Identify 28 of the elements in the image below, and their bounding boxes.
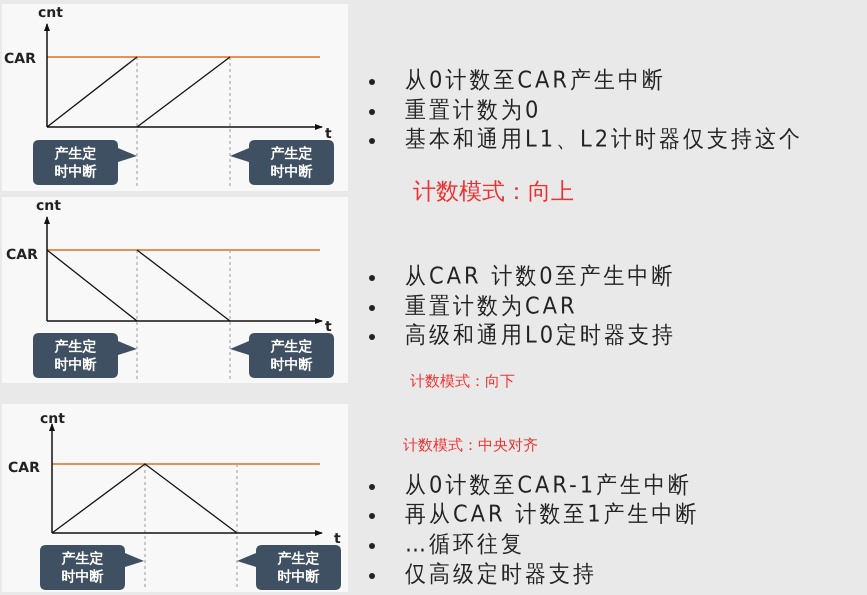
callout-bubble: 产生定时中断 — [33, 333, 137, 378]
axis-label: t — [325, 320, 332, 334]
axis-label: cnt — [40, 412, 65, 426]
mode-title: 计数模式：向下 — [410, 374, 515, 389]
callout-bubble: 产生定时中断 — [237, 545, 341, 590]
bullet-text: 仅高级定时器支持 — [405, 562, 597, 586]
bullet-text: 重置计数为0 — [405, 98, 542, 122]
bullet-text: …循环往复 — [405, 532, 525, 556]
callout-bubble: 产生定时中断 — [230, 140, 334, 185]
mode-title: 计数模式：中央对齐 — [403, 438, 538, 453]
bullet-text: 再从CAR 计数至1产生中断 — [405, 502, 700, 526]
mode-title: 计数模式：向上 — [413, 181, 574, 204]
axis-label: CAR — [8, 461, 40, 475]
callout-bubble: 产生定时中断 — [33, 140, 137, 185]
bullet-text: 从0计数至CAR-1产生中断 — [405, 474, 692, 498]
bullet-text: 从0计数至CAR产生中断 — [405, 68, 666, 92]
callout-bubble: 产生定时中断 — [40, 545, 144, 590]
axis-label: t — [325, 127, 332, 141]
bullet-text: 基本和通用L1、L2计时器仅支持这个 — [405, 128, 804, 152]
axis-label: t — [334, 532, 341, 546]
bullet-text: 高级和通用L0定时器支持 — [405, 324, 676, 348]
axis-label: CAR — [4, 52, 36, 66]
axis-label: cnt — [36, 199, 61, 213]
callout-bubble: 产生定时中断 — [230, 333, 334, 378]
axis-label: CAR — [6, 248, 38, 262]
bullet-text: 从CAR 计数0至产生中断 — [405, 264, 676, 288]
bullet-text: 重置计数为CAR — [405, 294, 578, 318]
axis-label: cnt — [38, 6, 63, 20]
